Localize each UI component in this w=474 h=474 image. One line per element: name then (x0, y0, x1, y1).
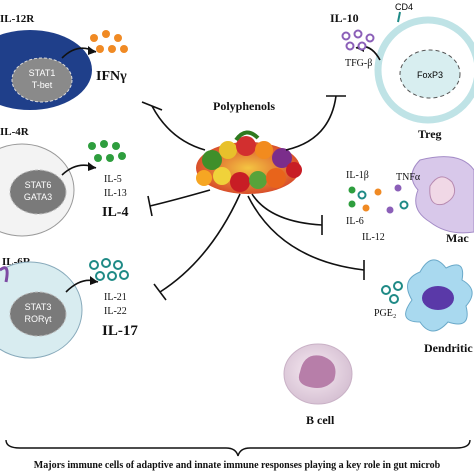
th2-tf2: GATA3 (24, 192, 52, 202)
th2-receptor-label: IL-4R (0, 126, 30, 138)
th2-cyt1: IL-5 (104, 174, 122, 185)
treg-cytokine: TFG-β (345, 58, 372, 69)
inhibit-th17-line (159, 193, 241, 293)
th1-cytokine: IFNγ (96, 69, 127, 84)
th1-receptor-label: IL-12R (0, 13, 35, 25)
treg-name: Treg (418, 127, 442, 141)
fruit-basket-image (196, 130, 302, 194)
polyphenols-title: Polyphenols (213, 99, 275, 113)
inhibit-th2-line (149, 189, 211, 207)
inhibit-dendritic-line (247, 195, 365, 271)
th2-tf1: STAT6 (25, 180, 52, 190)
inhibit-treg-line (285, 95, 337, 151)
macro-c2: TNFα (396, 172, 421, 183)
th17-nucleus (9, 291, 67, 337)
th1-nucleus (11, 57, 73, 103)
macro-c4: IL-12 (362, 232, 385, 243)
th1-tf2: T-bet (32, 80, 53, 90)
treg-cytokine-top: IL-10 (330, 11, 359, 25)
th17-cyt1: IL-21 (104, 292, 127, 303)
th17-main: IL-17 (102, 323, 138, 339)
th2-main: IL-4 (102, 205, 128, 220)
macro-name: Mac (446, 231, 469, 245)
th17-cell (0, 261, 83, 359)
treg-cell (374, 16, 474, 124)
macro-c3: IL-6 (346, 216, 364, 227)
footer-brace (5, 439, 471, 457)
th2-cell (0, 143, 75, 237)
inhibit-th1-line (151, 105, 206, 151)
dendritic-dots (381, 281, 403, 304)
dendritic-mediator: PGE₂ (374, 308, 396, 319)
macrophage-cell (411, 156, 474, 234)
th1-cytokine-dots (90, 30, 128, 53)
th2-cytokine-dots (88, 140, 126, 162)
macro-c1: IL-1β (346, 170, 369, 181)
b-cell (283, 343, 353, 405)
th17-tf2: RORγt (25, 314, 52, 324)
th1-tf1: STAT1 (29, 68, 56, 78)
cd4-receptor-icon (397, 11, 401, 23)
dendritic-cell (405, 259, 473, 332)
footer-caption: Majors immune cells of adaptive and inna… (34, 460, 441, 471)
treg-nucleus (399, 49, 461, 99)
treg-marker: CD4 (395, 2, 413, 12)
inhibit-macrophage-line (251, 193, 323, 226)
th2-cyt2: IL-13 (104, 188, 127, 199)
th2-nucleus (9, 169, 67, 215)
th17-tf1: STAT3 (25, 302, 52, 312)
macrophage-cytokine-dots (348, 184, 409, 214)
th17-cytokine-dots (89, 258, 129, 281)
treg-cytokine-dots (341, 29, 375, 51)
inhibition-lines (141, 95, 365, 301)
th1-cell (0, 30, 92, 110)
il6r-receptor-icon (0, 266, 9, 283)
treg-tf: FoxP3 (417, 70, 443, 80)
dendritic-name: Dendritic (424, 341, 473, 355)
th17-cyt2: IL-22 (104, 306, 127, 317)
b-cell-name: B cell (306, 413, 335, 427)
